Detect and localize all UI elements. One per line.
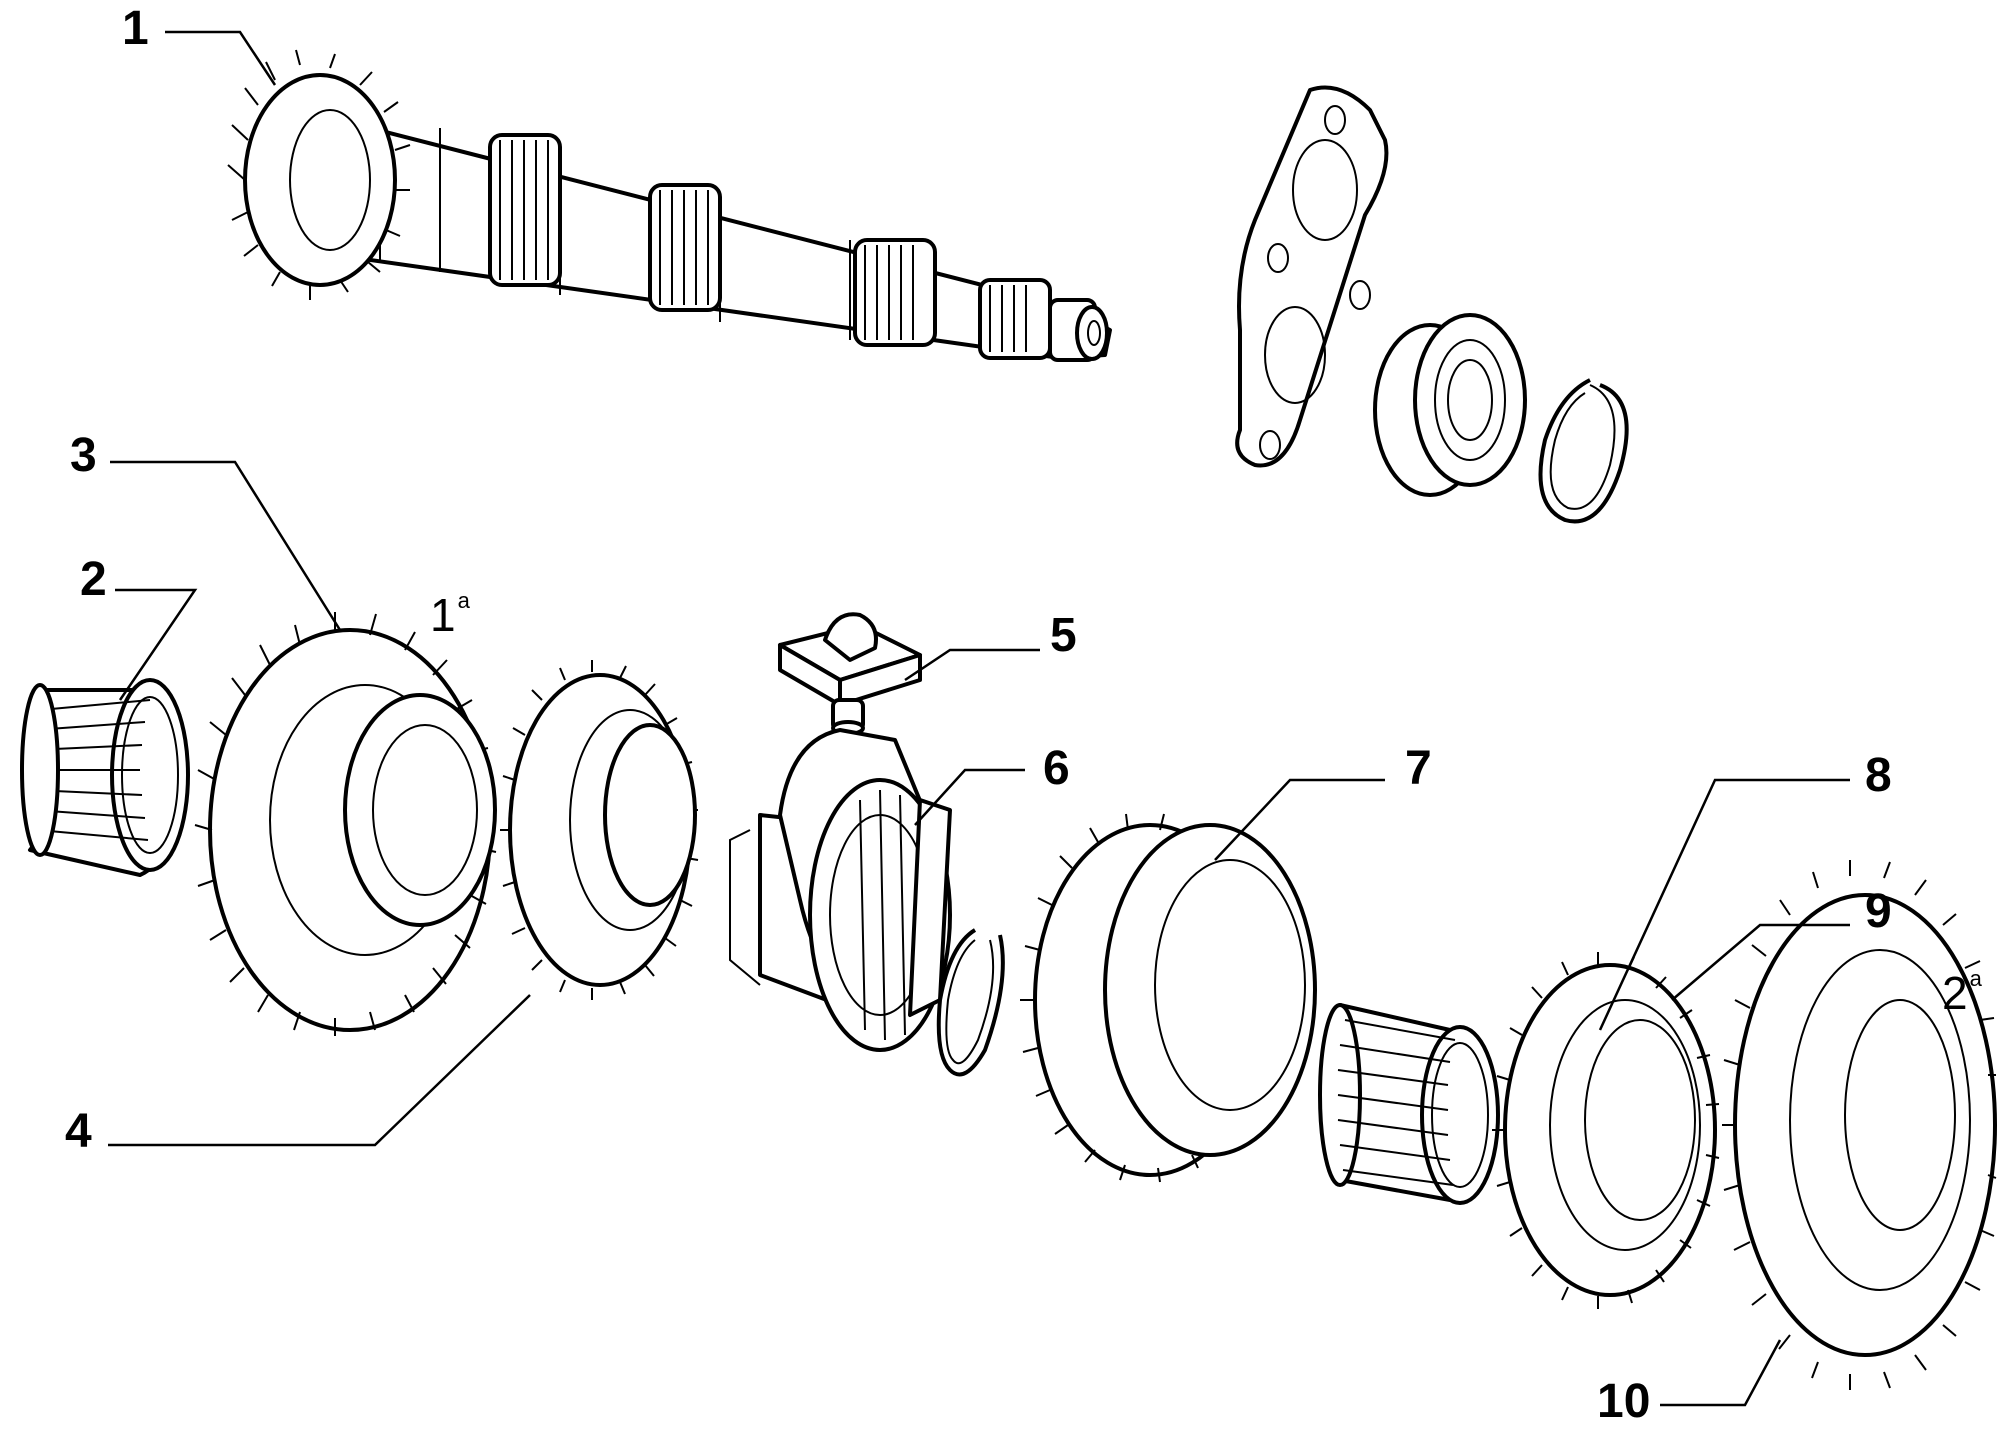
second-gear-label-number: 2: [1942, 967, 1968, 1019]
second-gear-label: 2a: [1942, 967, 1982, 1019]
callout-2: 2: [80, 553, 107, 606]
needle-roller-cage-left: [20, 678, 190, 877]
first-gear: [194, 612, 497, 1036]
needle-roller-cage-right: [1318, 1003, 1500, 1205]
callout-8: 8: [1865, 749, 1892, 802]
synchronizer-hub: [729, 728, 952, 1052]
leader-10: [1660, 1339, 1782, 1407]
synchronizer-ring-right: [1492, 952, 1720, 1309]
callout-3: 3: [70, 429, 97, 482]
leader-3: [110, 460, 342, 631]
callout-5: 5: [1050, 609, 1077, 662]
circlip-middle: [936, 928, 1005, 1077]
leader-4: [108, 994, 531, 1147]
detent-slider: [778, 612, 922, 736]
circlip-top: [1538, 378, 1629, 524]
second-gear: [1722, 860, 1997, 1390]
callout-4: 4: [65, 1105, 92, 1158]
callout-9: 9: [1865, 885, 1892, 938]
leader-7: [1214, 778, 1385, 861]
leader-8: [1598, 778, 1850, 1031]
primary-shaft: [227, 49, 1112, 362]
leader-1: [165, 30, 277, 86]
leader-5: [904, 648, 1040, 682]
first-gear-label-number: 1: [430, 589, 456, 641]
callout-1: 1: [122, 2, 149, 55]
synchronizer-ring: [500, 660, 699, 1000]
callout-10: 10: [1597, 1375, 1651, 1428]
leader-6: [914, 768, 1025, 826]
leader-2: [115, 588, 198, 701]
leader-9: [1671, 923, 1850, 1001]
leader-lines: [108, 30, 1850, 1407]
ball-bearing: [1373, 313, 1527, 497]
callout-7: 7: [1405, 742, 1432, 795]
gasket-plate: [1235, 85, 1389, 468]
callout-6: 6: [1043, 742, 1070, 795]
sliding-sleeve-gear: [1020, 813, 1317, 1183]
first-gear-label-suffix: a: [457, 588, 470, 613]
first-gear-label: 1a: [430, 589, 470, 641]
second-gear-label-suffix: a: [1969, 966, 1982, 991]
